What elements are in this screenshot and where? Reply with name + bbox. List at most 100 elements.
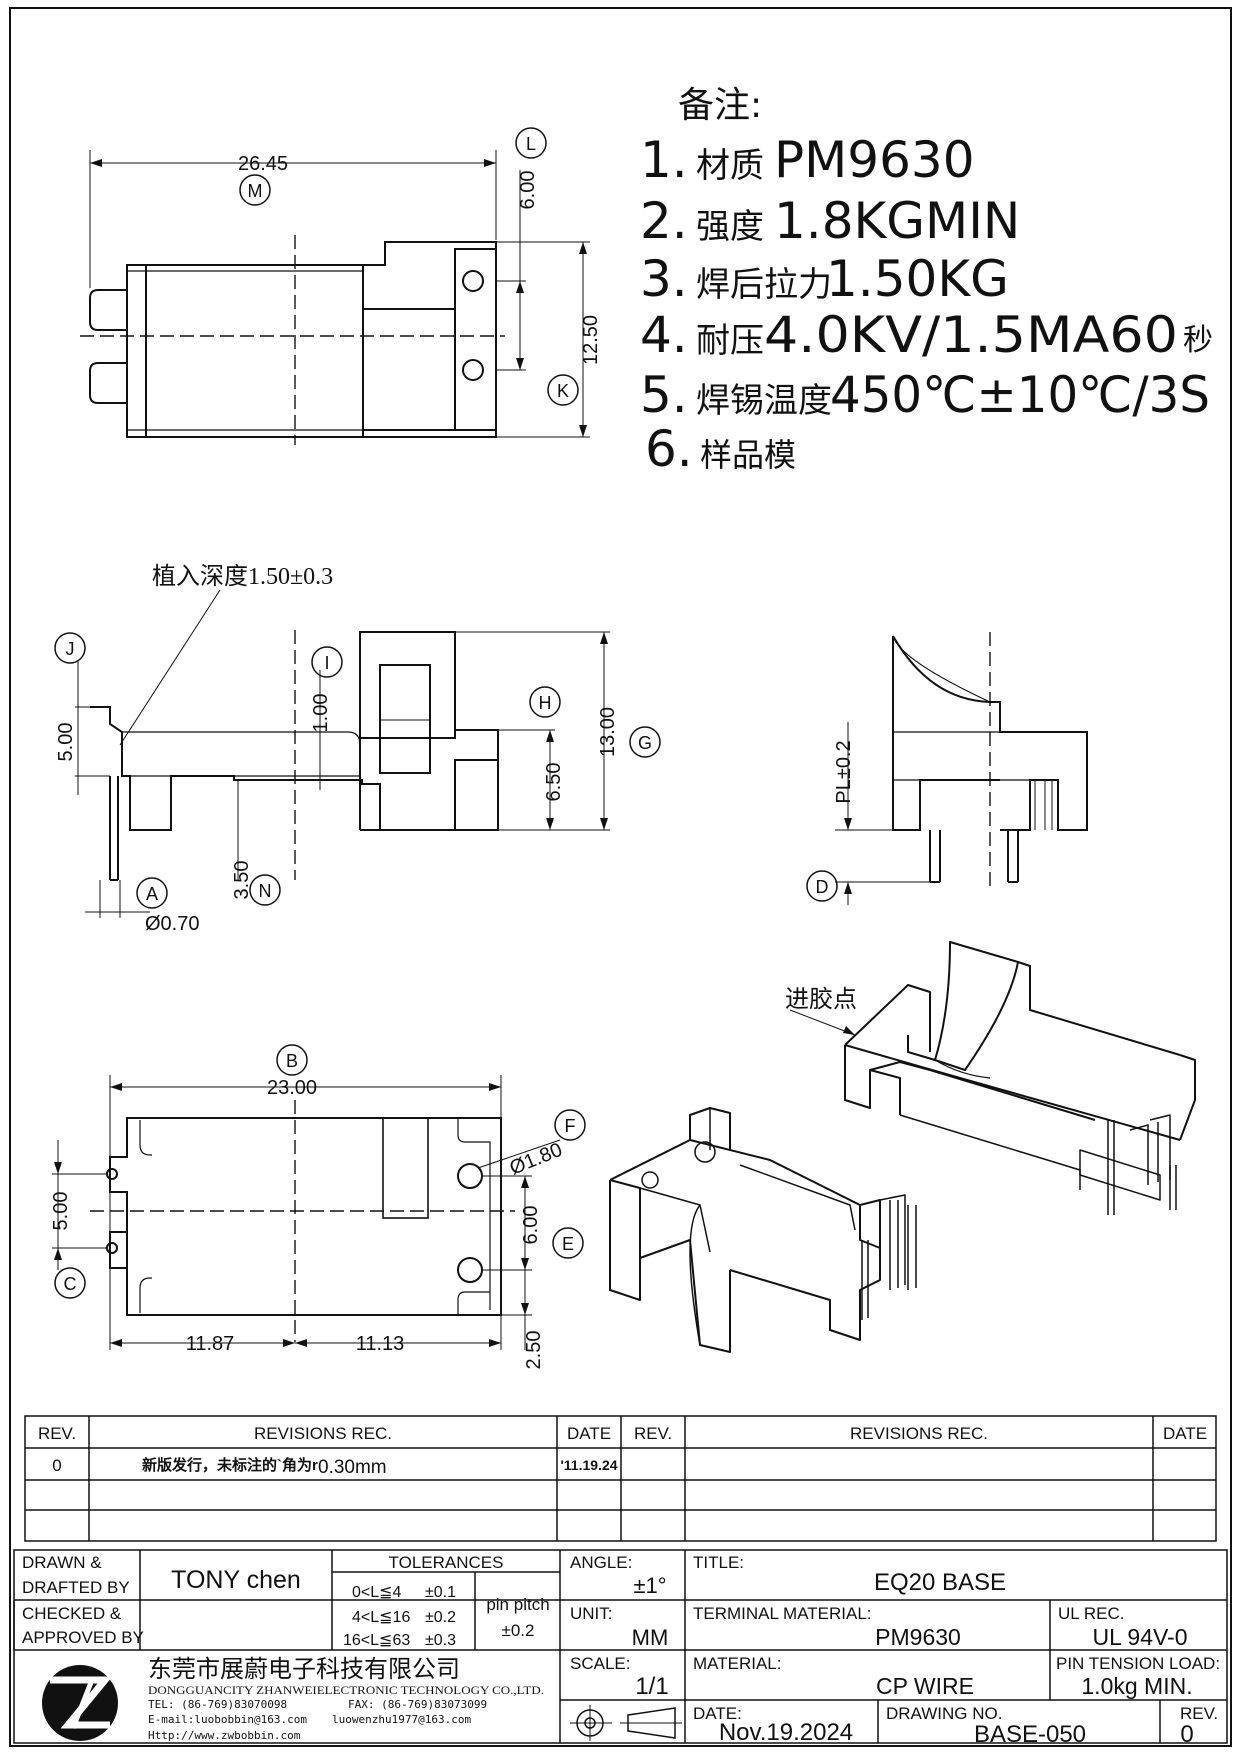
- svg-text:耐压: 耐压: [696, 321, 764, 361]
- svg-text:秒: 秒: [1183, 323, 1213, 358]
- svg-text:450℃±10℃/3S: 450℃±10℃/3S: [830, 366, 1210, 424]
- drawing-no-label: DRAWING NO.: [886, 1704, 1002, 1723]
- date-header-2: DATE: [1163, 1424, 1207, 1443]
- drawing-no-value: BASE-050: [974, 1721, 1086, 1748]
- drawn-label-2: DRAFTED BY: [22, 1578, 130, 1597]
- notes-block: 备注: 1. 材质 PM9630 2. 强度 1.8KGMIN 3. 焊后拉力 …: [640, 85, 1213, 478]
- checked-label-2: APPROVED BY: [22, 1628, 144, 1647]
- svg-text:3.: 3.: [640, 250, 688, 308]
- dim-2-50: 2.50: [523, 1331, 545, 1370]
- company-name-cn: 东莞市展蔚电子科技有限公司: [148, 1656, 460, 1683]
- rev-header-1: REV.: [38, 1424, 76, 1443]
- tol-value-2: ±0.2: [425, 1609, 456, 1626]
- label-E: E: [562, 1234, 574, 1254]
- top-view-labels: 26.45 M L K 6.00 12.50: [238, 134, 602, 401]
- rev-value: 0: [1180, 1721, 1193, 1748]
- note-3: 3. 焊后拉力 1.50KG: [640, 250, 1009, 308]
- tol-range-3: 16<L≦63: [343, 1632, 410, 1649]
- angle-value: ±1°: [633, 1573, 666, 1598]
- dim-6-00: 6.00: [517, 171, 539, 210]
- label-D: D: [816, 877, 829, 897]
- svg-text:强度: 强度: [696, 207, 764, 247]
- label-J: J: [66, 639, 75, 659]
- unit-label: UNIT:: [570, 1604, 613, 1623]
- unit-value: MM: [632, 1625, 669, 1650]
- bottom-view-labels: B F C E 23.00 11.87 11.13 5.00 6.00 2.50…: [50, 1051, 576, 1369]
- tol-range-1: 0<L≦4: [352, 1584, 402, 1601]
- company-email-1: E-mail:luobobbin@163.com: [148, 1713, 307, 1726]
- revision-table: [24, 1415, 1217, 1542]
- revisions-header-2: REVISIONS REC.: [850, 1424, 988, 1443]
- side-view: [54, 589, 661, 918]
- tolerances-header: TOLERANCES: [389, 1553, 504, 1572]
- revisions-header-1: REVISIONS REC.: [254, 1424, 392, 1443]
- note-2: 2. 强度 1.8KGMIN: [640, 192, 1020, 250]
- insertion-depth-callout: 植入深度1.50±0.3: [152, 563, 333, 590]
- label-I: I: [324, 653, 329, 673]
- company-tel: TEL: (86-769)83070098: [148, 1698, 287, 1711]
- date-label: DATE:: [693, 1704, 742, 1723]
- material-value: CP WIRE: [876, 1673, 974, 1699]
- date-value: Nov.19.2024: [719, 1719, 853, 1746]
- label-L: L: [526, 134, 536, 154]
- material-label: MATERIAL:: [693, 1654, 781, 1673]
- dim-6-50: 6.50: [543, 763, 565, 802]
- end-view: [806, 632, 1088, 905]
- iso-view-top-part: [789, 941, 1196, 1215]
- drawn-by-value: TONY chen: [171, 1566, 301, 1594]
- rev-label: REV.: [1180, 1704, 1218, 1723]
- scale-label: SCALE:: [570, 1654, 630, 1673]
- svg-text:材质: 材质: [696, 146, 764, 186]
- title-label: TITLE:: [693, 1553, 744, 1572]
- ul-value: UL 94V-0: [1092, 1624, 1187, 1650]
- checked-label-1: CHECKED &: [22, 1604, 122, 1623]
- dim-1-00: 1.00: [310, 694, 332, 733]
- pin-pitch-label: pin pitch: [486, 1595, 549, 1614]
- scale-value: 1/1: [635, 1673, 668, 1700]
- pin-tension-value: 1.0kg MIN.: [1081, 1673, 1192, 1699]
- bottom-view: [52, 1044, 586, 1350]
- note-4: 4. 耐压 4.0KV/1.5MA60 秒: [640, 306, 1213, 364]
- label-A: A: [146, 884, 158, 904]
- note-6: 6. 样品模: [645, 420, 796, 478]
- company-logo: [42, 1665, 118, 1741]
- company-name-en: DONGGUANCITY ZHANWEIELECTRONIC TECHNOLOG…: [148, 1685, 544, 1697]
- title-block: [13, 1549, 1228, 1744]
- svg-text:6.: 6.: [645, 420, 693, 478]
- drawn-label-1: DRAWN &: [22, 1553, 102, 1572]
- company-email-2: luowenzhu1977@163.com: [332, 1713, 471, 1726]
- company-fax: FAX: (86-769)83073099: [348, 1698, 487, 1711]
- title-block-text: DRAWN & DRAFTED BY TONY chen CHECKED & A…: [22, 1553, 1220, 1748]
- pin-tension-label: PIN TENSION LOAD:: [1056, 1654, 1220, 1673]
- dim-12-50: 12.50: [580, 315, 602, 365]
- label-K: K: [557, 381, 569, 401]
- svg-text:1.50KG: 1.50KG: [826, 250, 1009, 308]
- company-website: Http://www.zwbobbin.com: [148, 1729, 301, 1742]
- rev-0-value: 0.30mm: [318, 1457, 387, 1478]
- date-header-1: DATE: [567, 1424, 611, 1443]
- side-view-labels: 植入深度1.50±0.3 J I H G A N 5.00 1.00 6.50 …: [55, 563, 652, 935]
- dim-11-13: 11.13: [356, 1333, 405, 1355]
- notes-heading: 备注:: [678, 85, 762, 126]
- dim-5-00-bottom: 5.00: [50, 1192, 72, 1231]
- dim-pin-dia: Ø0.70: [145, 913, 199, 935]
- svg-text:1.: 1.: [640, 131, 688, 189]
- label-C: C: [64, 1274, 77, 1294]
- svg-text:5.: 5.: [640, 366, 688, 424]
- tol-value-1: ±0.1: [425, 1584, 456, 1601]
- svg-text:样品模: 样品模: [700, 436, 796, 474]
- rev-header-2: REV.: [634, 1424, 672, 1443]
- label-M: M: [248, 181, 263, 201]
- pin-pitch-tol: ±0.2: [502, 1621, 535, 1640]
- dim-6-00-bottom: 6.00: [520, 1206, 542, 1245]
- terminal-material-value: PM9630: [875, 1624, 961, 1650]
- revision-table-text: REV. REVISIONS REC. DATE REV. REVISIONS …: [38, 1424, 1207, 1478]
- svg-text:焊后拉力: 焊后拉力: [696, 265, 832, 305]
- dim-26-45: 26.45: [238, 153, 288, 175]
- dim-3-50: 3.50: [231, 861, 253, 900]
- ul-label: UL REC.: [1058, 1604, 1124, 1623]
- angle-label: ANGLE:: [570, 1553, 632, 1572]
- label-H: H: [539, 693, 552, 713]
- label-B: B: [286, 1051, 298, 1071]
